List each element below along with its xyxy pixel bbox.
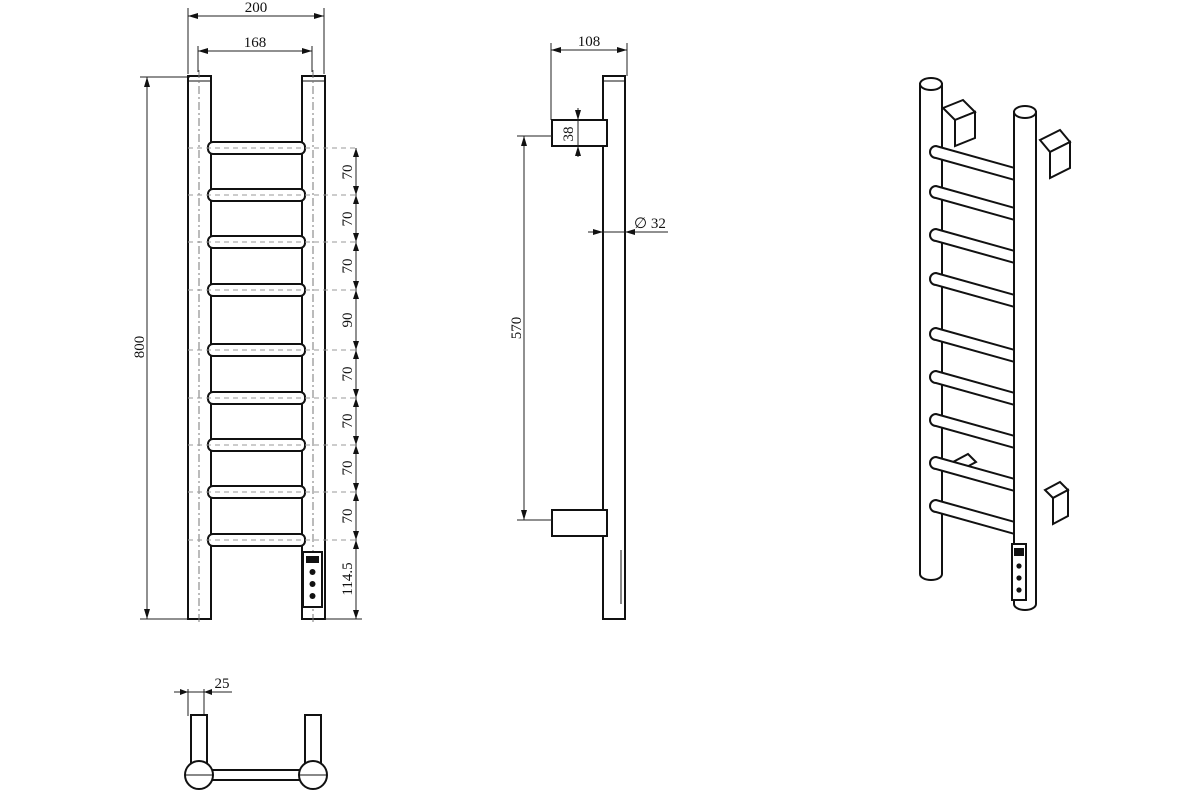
diameter-dimension: ∅ 32 bbox=[634, 216, 666, 232]
spacing-label-6: 70 bbox=[340, 414, 356, 429]
lower-bracket bbox=[551, 509, 608, 537]
upper-bracket bbox=[551, 119, 608, 147]
height-dimension: 800 bbox=[132, 336, 148, 359]
spacing-label-2: 70 bbox=[340, 212, 356, 227]
spacing-label-7: 70 bbox=[340, 461, 356, 476]
spacing-label-3: 70 bbox=[340, 259, 356, 274]
spacing-label-5: 70 bbox=[340, 367, 356, 382]
width-dimension: 200 bbox=[245, 0, 268, 16]
iso-control-unit bbox=[1011, 543, 1027, 601]
top-view: 25 bbox=[174, 676, 328, 790]
bracket-dimension: 38 bbox=[561, 127, 577, 142]
spacing-label-9: 114.5 bbox=[340, 562, 356, 595]
mount-dimension: 570 bbox=[509, 317, 525, 340]
front-view: 200 168 800 bbox=[132, 0, 362, 625]
side-view: 108 38 570 ∅ 32 bbox=[509, 34, 668, 620]
spacing-label-8: 70 bbox=[340, 509, 356, 524]
side-post bbox=[602, 75, 626, 620]
control-unit bbox=[302, 551, 323, 608]
rungs bbox=[207, 141, 306, 547]
spacing-label-4: 90 bbox=[340, 313, 356, 328]
iso-rungs bbox=[929, 144, 1023, 538]
offset-dimension: 25 bbox=[215, 676, 230, 692]
center-dimension: 168 bbox=[244, 35, 267, 51]
depth-dimension: 108 bbox=[578, 34, 601, 50]
isometric-view bbox=[919, 77, 1072, 611]
spacing-label-1: 70 bbox=[340, 165, 356, 180]
